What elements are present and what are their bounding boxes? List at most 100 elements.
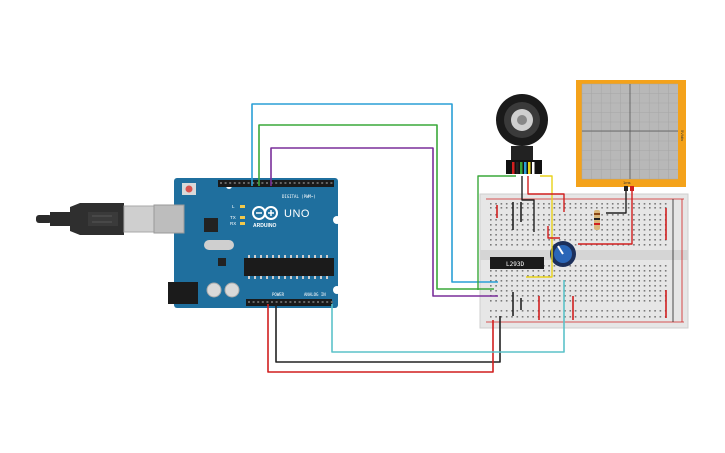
- breadboard-hole[interactable]: [543, 207, 545, 209]
- breadboard-hole[interactable]: [617, 234, 619, 236]
- breadboard-hole[interactable]: [638, 239, 640, 241]
- breadboard-hole[interactable]: [511, 280, 513, 282]
- breadboard-hole[interactable]: [490, 219, 492, 221]
- breadboard-hole[interactable]: [659, 239, 662, 241]
- breadboard-hole[interactable]: [627, 203, 630, 205]
- breadboard-hole[interactable]: [537, 219, 540, 221]
- breadboard-hole[interactable]: [574, 234, 577, 236]
- breadboard-hole[interactable]: [490, 285, 492, 287]
- breadboard-hole[interactable]: [590, 239, 593, 241]
- breadboard-hole[interactable]: [500, 300, 503, 302]
- breadboard-hole[interactable]: [643, 295, 646, 297]
- breadboard-hole[interactable]: [505, 316, 508, 318]
- breadboard-hole[interactable]: [664, 280, 667, 282]
- breadboard-hole[interactable]: [558, 224, 561, 226]
- breadboard-hole[interactable]: [516, 229, 519, 231]
- breadboard-hole[interactable]: [580, 224, 582, 226]
- breadboard-hole[interactable]: [627, 207, 630, 209]
- breadboard-hole[interactable]: [490, 224, 492, 226]
- breadboard-hole[interactable]: [516, 280, 519, 282]
- breadboard-hole[interactable]: [543, 219, 545, 221]
- breadboard-hole[interactable]: [569, 295, 572, 297]
- breadboard-hole[interactable]: [659, 280, 662, 282]
- breadboard-hole[interactable]: [511, 290, 513, 292]
- wire-purple[interactable]: [270, 147, 498, 297]
- header-pin[interactable]: [326, 301, 329, 303]
- breadboard-hole[interactable]: [532, 295, 534, 297]
- breadboard-hole[interactable]: [622, 224, 625, 226]
- breadboard-hole[interactable]: [511, 285, 513, 287]
- header-pin[interactable]: [312, 301, 315, 303]
- breadboard-hole[interactable]: [527, 244, 529, 246]
- breadboard-hole[interactable]: [633, 295, 635, 297]
- breadboard-hole[interactable]: [664, 285, 667, 287]
- breadboard-hole[interactable]: [521, 310, 524, 312]
- breadboard-hole[interactable]: [553, 300, 556, 302]
- dc-motor[interactable]: [496, 94, 548, 174]
- header-pin[interactable]: [261, 301, 264, 303]
- breadboard-hole[interactable]: [611, 244, 614, 246]
- breadboard-hole[interactable]: [558, 239, 561, 241]
- breadboard-hole[interactable]: [553, 275, 556, 277]
- breadboard-hole[interactable]: [537, 239, 540, 241]
- breadboard-hole[interactable]: [664, 265, 667, 267]
- header-pin[interactable]: [307, 301, 310, 303]
- header-pin[interactable]: [275, 301, 278, 303]
- breadboard-hole[interactable]: [643, 244, 646, 246]
- breadboard-hole[interactable]: [643, 214, 646, 216]
- breadboard-hole[interactable]: [574, 207, 577, 209]
- breadboard-hole[interactable]: [601, 285, 603, 287]
- breadboard-hole[interactable]: [495, 244, 497, 246]
- breadboard-hole[interactable]: [617, 316, 619, 318]
- breadboard-hole[interactable]: [606, 239, 609, 241]
- breadboard-hole[interactable]: [580, 229, 582, 231]
- breadboard-hole[interactable]: [516, 275, 519, 277]
- breadboard-hole[interactable]: [490, 229, 492, 231]
- breadboard-hole[interactable]: [532, 244, 534, 246]
- breadboard-hole[interactable]: [596, 285, 598, 287]
- breadboard-hole[interactable]: [543, 310, 545, 312]
- breadboard-hole[interactable]: [659, 310, 662, 312]
- breadboard-hole[interactable]: [548, 229, 550, 231]
- breadboard-hole[interactable]: [622, 270, 625, 272]
- breadboard-hole[interactable]: [543, 239, 545, 241]
- breadboard-hole[interactable]: [601, 207, 603, 209]
- reset-button-cap[interactable]: [185, 185, 193, 193]
- breadboard-hole[interactable]: [564, 229, 566, 231]
- breadboard-hole[interactable]: [564, 280, 566, 282]
- breadboard-hole[interactable]: [537, 290, 540, 292]
- breadboard-hole[interactable]: [580, 265, 582, 267]
- breadboard-hole[interactable]: [537, 270, 540, 272]
- breadboard-hole[interactable]: [606, 270, 609, 272]
- breadboard-hole[interactable]: [558, 275, 561, 277]
- breadboard-hole[interactable]: [633, 207, 635, 209]
- breadboard-hole[interactable]: [585, 280, 587, 282]
- breadboard-hole[interactable]: [516, 270, 519, 272]
- header-pin[interactable]: [279, 182, 282, 184]
- breadboard-hole[interactable]: [569, 239, 572, 241]
- breadboard-hole[interactable]: [590, 290, 593, 292]
- breadboard-hole[interactable]: [633, 214, 635, 216]
- breadboard-hole[interactable]: [580, 207, 582, 209]
- breadboard-hole[interactable]: [553, 224, 556, 226]
- breadboard-hole[interactable]: [548, 270, 550, 272]
- header-pin[interactable]: [233, 182, 236, 184]
- breadboard-hole[interactable]: [500, 224, 503, 226]
- breadboard-hole[interactable]: [601, 316, 603, 318]
- breadboard-hole[interactable]: [558, 295, 561, 297]
- breadboard-hole[interactable]: [622, 290, 625, 292]
- breadboard-hole[interactable]: [564, 203, 566, 205]
- breadboard-hole[interactable]: [564, 285, 566, 287]
- breadboard-hole[interactable]: [638, 285, 640, 287]
- breadboard-hole[interactable]: [633, 310, 635, 312]
- breadboard-hole[interactable]: [643, 270, 646, 272]
- breadboard-hole[interactable]: [500, 234, 503, 236]
- breadboard-hole[interactable]: [654, 316, 656, 318]
- breadboard-hole[interactable]: [558, 214, 561, 216]
- breadboard-hole[interactable]: [537, 275, 540, 277]
- breadboard-hole[interactable]: [569, 234, 572, 236]
- breadboard-hole[interactable]: [521, 275, 524, 277]
- breadboard-hole[interactable]: [569, 219, 572, 221]
- breadboard-hole[interactable]: [606, 300, 609, 302]
- breadboard-hole[interactable]: [490, 300, 492, 302]
